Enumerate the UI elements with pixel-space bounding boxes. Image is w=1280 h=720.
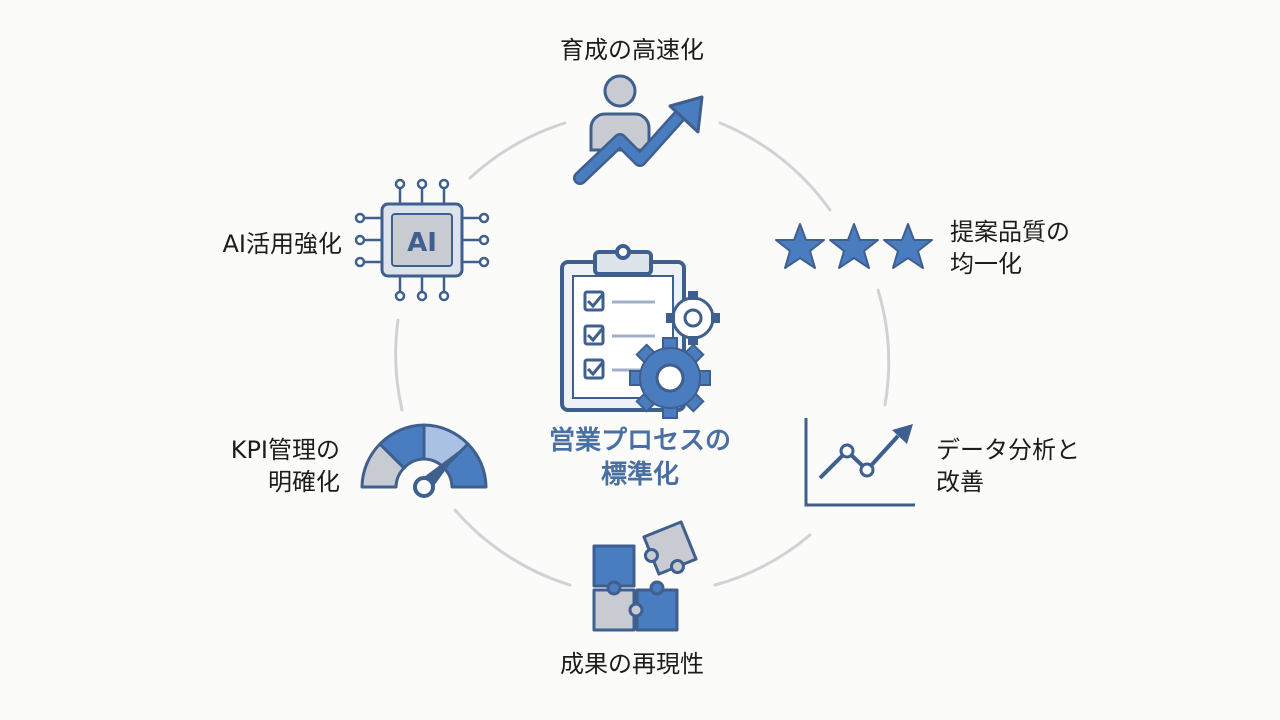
node-label-line: 均一化 [950,250,1022,278]
center-label-line: 営業プロセスの [548,426,731,456]
node-label-line: 育成の高速化 [560,36,704,64]
ring-arc [718,121,832,212]
node-label-left-top: AI活用強化 [204,228,343,260]
chip-label: AI [407,228,437,258]
cycle-ring [394,121,891,587]
ring-arc [453,508,572,587]
node-label-line: 改善 [936,468,984,496]
node-label-left-bottom: KPI管理の 明確化 [208,434,340,498]
ring-arc [468,121,567,180]
clipboard-gear-icon [560,244,720,419]
puzzle-pieces-icon [592,520,698,632]
node-label-line: 明確化 [268,468,340,496]
node-label-right-bottom: データ分析と 改善 [936,434,1080,498]
person-growth-arrow-icon [573,74,704,185]
node-label-line: 成果の再現性 [560,650,704,678]
node-label-line: AI活用強化 [222,230,343,258]
node-label-right-top: 提案品質の 均一化 [950,216,1070,280]
line-chart-icon [804,418,915,507]
node-label-top: 育成の高速化 [560,34,704,66]
ring-arc [876,288,891,407]
center-label: 営業プロセスの 標準化 [540,424,740,492]
ring-arc [394,318,404,412]
node-label-line: KPI管理の [230,436,340,464]
node-label-line: データ分析と [936,436,1080,464]
node-label-line: 提案品質の [950,218,1070,246]
gauge-icon [360,423,488,498]
three-stars-icon [775,223,933,269]
node-label-bottom: 成果の再現性 [560,648,704,680]
center-label-line: 標準化 [600,460,679,490]
ai-chip-icon: AI [354,178,490,302]
ring-arc [713,533,812,587]
